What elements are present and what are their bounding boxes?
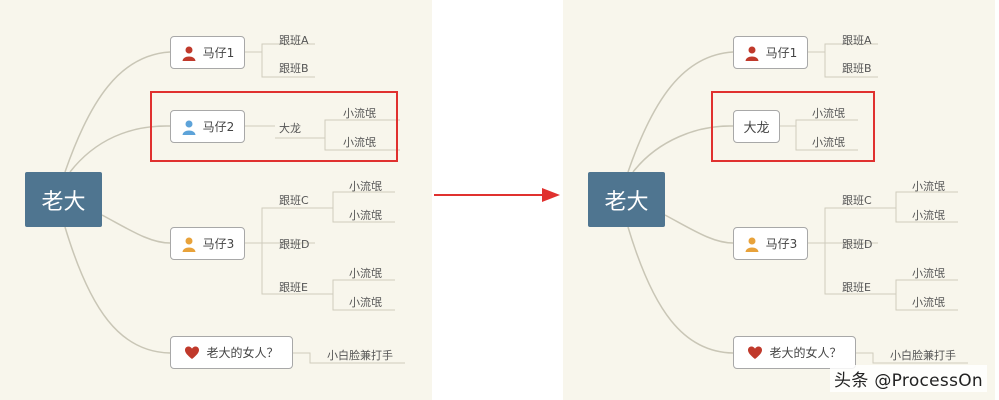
leaf-label: 跟班C bbox=[842, 194, 872, 207]
leaf-label: 跟班A bbox=[842, 34, 872, 47]
leaf-label: 小流氓 bbox=[912, 296, 945, 309]
person-yellow-icon bbox=[744, 236, 760, 252]
leaf-label: 小白脸兼打手 bbox=[327, 349, 393, 362]
branch-node-dalong[interactable]: 大龙 bbox=[733, 110, 780, 143]
person-red-icon bbox=[744, 45, 760, 61]
leaf-label: 跟班A bbox=[279, 34, 309, 47]
node-label: 马仔2 bbox=[202, 120, 235, 134]
highlight-box bbox=[150, 91, 398, 162]
branch-node-maze3[interactable]: 马仔3 bbox=[733, 227, 808, 260]
leaf-label: 小流氓 bbox=[912, 267, 945, 280]
node-label: 马仔1 bbox=[765, 46, 798, 60]
branch-node-maze1[interactable]: 马仔1 bbox=[170, 36, 245, 69]
heart-icon bbox=[184, 345, 200, 361]
branch-node-maze3[interactable]: 马仔3 bbox=[170, 227, 245, 260]
node-label: 马仔3 bbox=[202, 237, 235, 251]
mindmap-after: 老大 马仔1 跟班A 跟班B 大龙 小流氓 小流氓 马仔3 跟班C 跟班D 跟班… bbox=[563, 0, 995, 400]
leaf-label: 跟班B bbox=[842, 62, 872, 75]
person-red-icon bbox=[181, 45, 197, 61]
leaf-label: 小流氓 bbox=[349, 180, 382, 193]
leaf-label: 跟班B bbox=[279, 62, 309, 75]
heart-icon bbox=[747, 345, 763, 361]
node-label: 大龙 bbox=[743, 121, 770, 136]
person-yellow-icon bbox=[181, 236, 197, 252]
leaf-label: 跟班E bbox=[279, 281, 308, 294]
root-node[interactable]: 老大 bbox=[588, 172, 665, 227]
leaf-label: 小流氓 bbox=[349, 267, 382, 280]
leaf-label: 小流氓 bbox=[912, 209, 945, 222]
leaf-label: 跟班D bbox=[279, 238, 310, 251]
leaf-label: 大龙 bbox=[279, 122, 301, 135]
node-label: 马仔3 bbox=[765, 237, 798, 251]
connector-lines bbox=[64, 43, 405, 364]
arrow-right-icon bbox=[434, 188, 560, 202]
leaf-label: 小白脸兼打手 bbox=[890, 349, 956, 362]
mindmap-before: 老大 马仔1 跟班A 跟班B 马仔2 大龙 小流氓 小流氓 马仔3 跟班C 跟班… bbox=[0, 0, 432, 400]
branch-node-maze1[interactable]: 马仔1 bbox=[733, 36, 808, 69]
watermark: 头条 @ProcessOn bbox=[830, 365, 987, 392]
leaf-label: 小流氓 bbox=[343, 107, 376, 120]
leaf-label: 小流氓 bbox=[812, 136, 845, 149]
leaf-label: 小流氓 bbox=[349, 209, 382, 222]
leaf-label: 小流氓 bbox=[349, 296, 382, 309]
leaf-label: 跟班D bbox=[842, 238, 873, 251]
node-label: 老大的女人？ bbox=[769, 346, 842, 360]
leaf-label: 跟班C bbox=[279, 194, 309, 207]
node-label: 老大的女人？ bbox=[206, 346, 279, 360]
branch-node-woman[interactable]: 老大的女人？ bbox=[733, 336, 856, 369]
leaf-label: 小流氓 bbox=[343, 136, 376, 149]
branch-node-maze2[interactable]: 马仔2 bbox=[170, 110, 245, 143]
branch-node-woman[interactable]: 老大的女人？ bbox=[170, 336, 293, 369]
leaf-label: 小流氓 bbox=[812, 107, 845, 120]
node-label: 马仔1 bbox=[202, 46, 235, 60]
person-blue-icon bbox=[181, 119, 197, 135]
highlight-box bbox=[711, 91, 875, 162]
leaf-label: 小流氓 bbox=[912, 180, 945, 193]
connector-lines bbox=[627, 43, 968, 364]
root-node[interactable]: 老大 bbox=[25, 172, 102, 227]
leaf-label: 跟班E bbox=[842, 281, 871, 294]
